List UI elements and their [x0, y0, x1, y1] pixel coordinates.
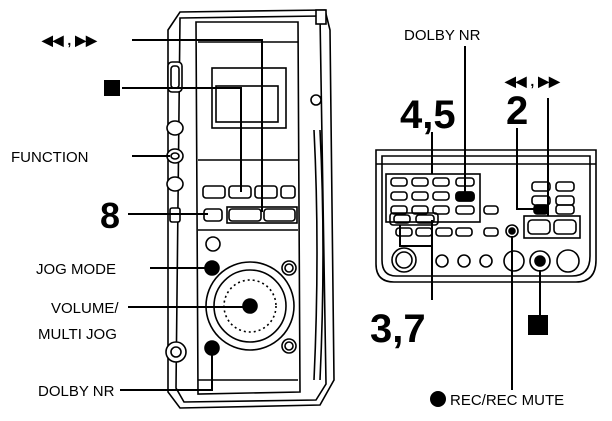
right-knob — [556, 249, 580, 273]
label-dolby-nr-left: DOLBY NR — [38, 383, 115, 400]
left-knob — [391, 247, 417, 273]
label-jog-mode: JOG MODE — [36, 261, 116, 278]
label-steps-4-5: 4,5 — [400, 93, 456, 137]
side-button-3[interactable] — [166, 176, 184, 192]
side-screw — [310, 94, 322, 106]
step2-key[interactable] — [533, 204, 549, 215]
label-rec-mute: REC/REC MUTE — [450, 392, 564, 409]
label-volume-1: VOLUME/ — [51, 300, 119, 317]
transport-buttons — [198, 185, 298, 231]
stop-symbol-right — [528, 315, 548, 335]
label-function: FUNCTION — [11, 149, 89, 166]
side-button-1[interactable] — [166, 120, 184, 136]
label-rew-ff-right: ◀◀ , ▶▶ — [504, 73, 561, 89]
rew-ff-key-group[interactable] — [523, 215, 581, 239]
label-dolby-nr-right: DOLBY NR — [404, 27, 481, 44]
knob-mid — [503, 250, 525, 272]
left-leader-lines — [120, 39, 263, 391]
jog-mode-button[interactable] — [204, 260, 220, 276]
recorder-front-view — [165, 9, 335, 409]
side-groove — [313, 129, 318, 381]
front-panel — [195, 21, 301, 395]
label-volume-2: MULTI JOG — [38, 326, 117, 343]
left-small-knob — [205, 236, 221, 252]
display-window — [211, 67, 287, 129]
headphone-jack — [165, 341, 187, 363]
right-small-knob-top — [281, 260, 297, 276]
label-rew-ff-left: ◀◀ , ▶▶ — [41, 32, 98, 48]
key-group-3-7[interactable] — [389, 212, 439, 226]
top-clip — [315, 9, 327, 25]
rec-dot-icon — [430, 391, 446, 407]
right-small-knob-bottom — [281, 338, 297, 354]
label-steps-3-7: 3,7 — [370, 307, 426, 351]
right-leader-lines — [399, 46, 549, 390]
stop-symbol-left — [104, 80, 120, 96]
label-step-8: 8 — [100, 195, 120, 236]
display-window-inner — [215, 85, 279, 123]
label-step-2: 2 — [506, 89, 528, 133]
control-panel-top-view — [375, 149, 597, 283]
